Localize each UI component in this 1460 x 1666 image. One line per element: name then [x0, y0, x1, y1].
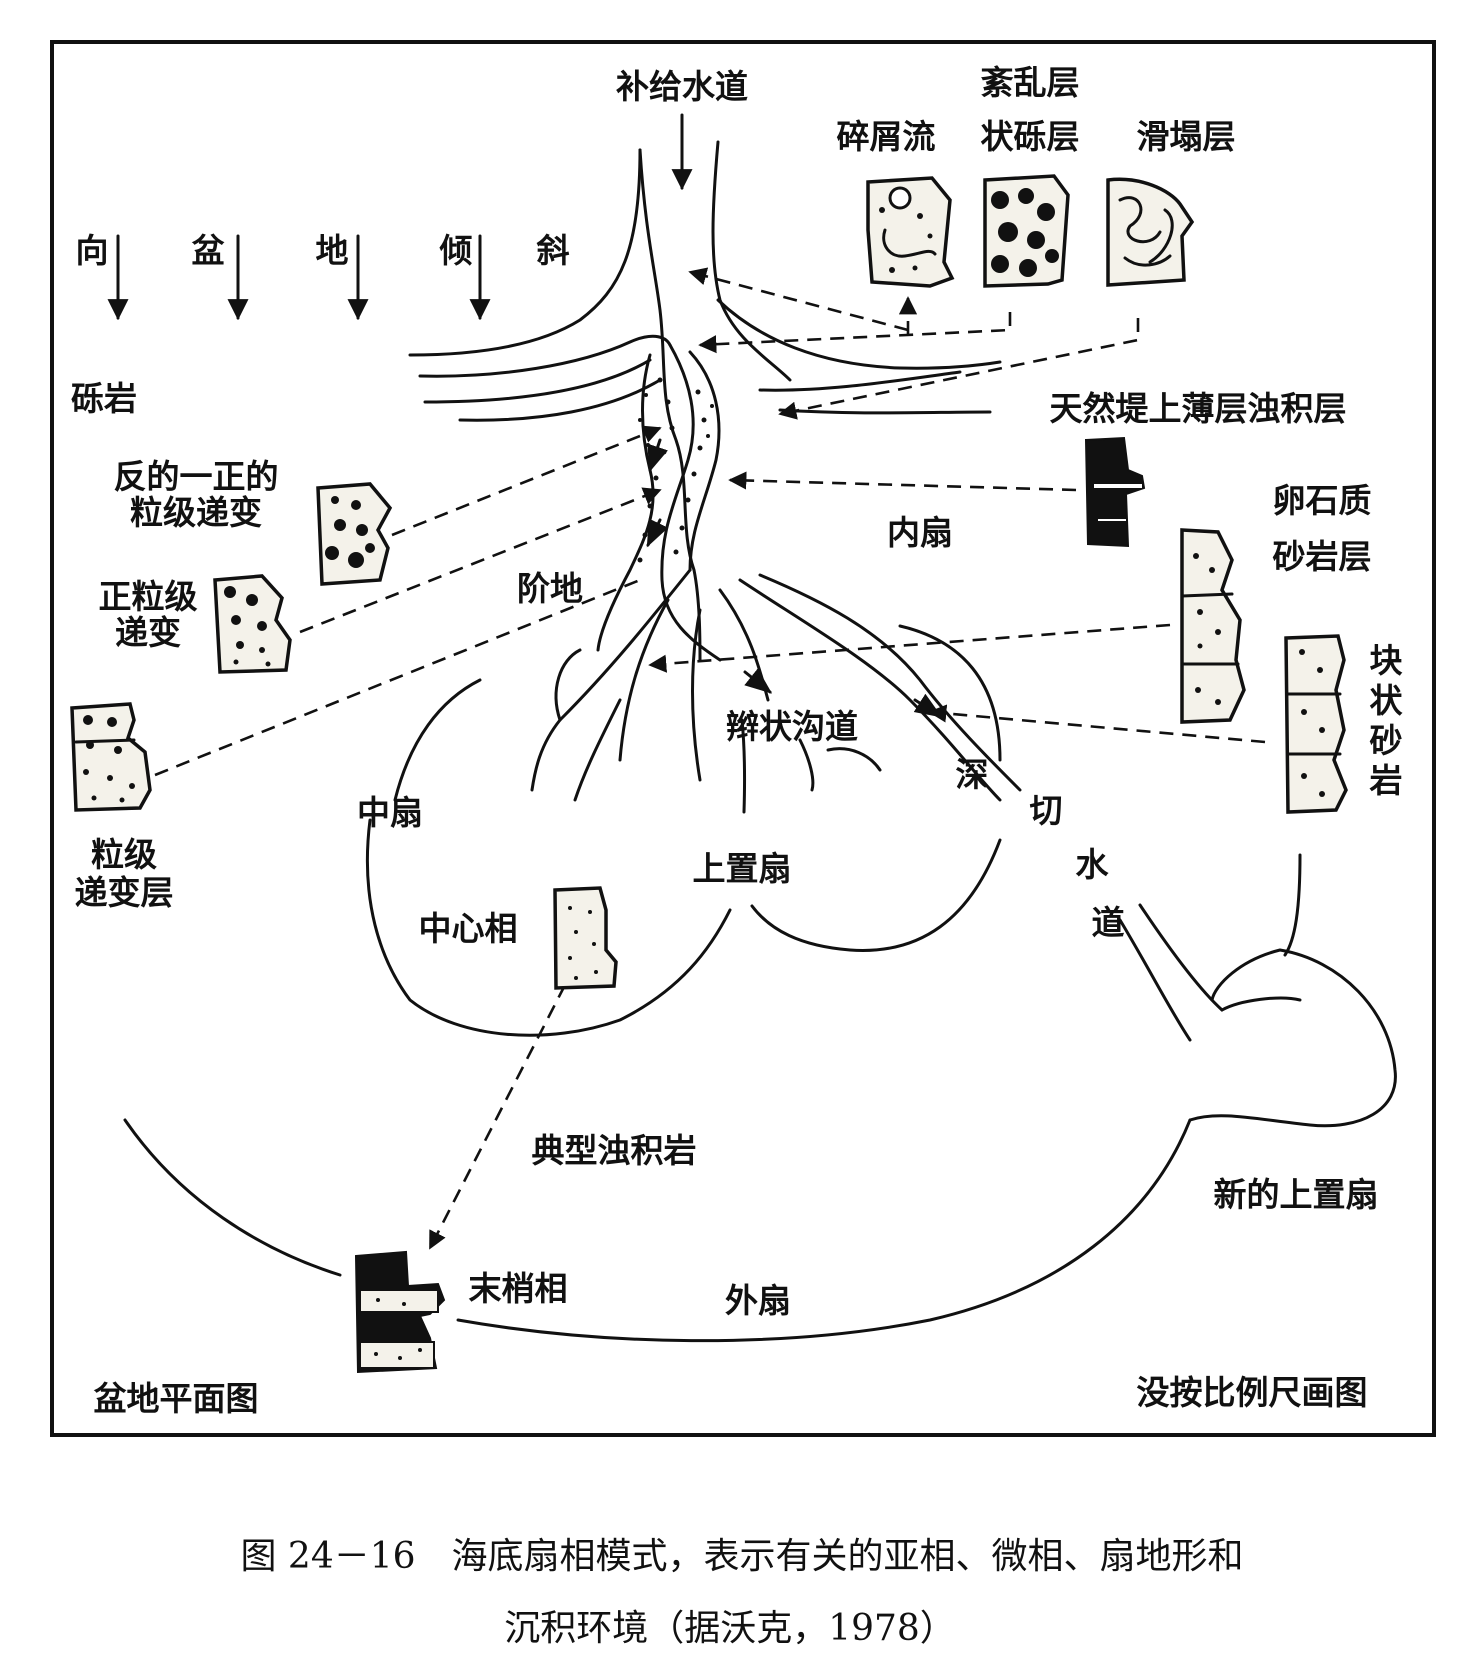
core-levee-thin-beds: [1084, 436, 1146, 548]
label-incised-2: 切: [1030, 791, 1063, 830]
core-inverse-normal-graded: [316, 482, 393, 586]
label-graded-bed-1: 粒级: [91, 835, 157, 874]
label-incised-1: 深: [956, 755, 989, 794]
label-mid-fan: 中扇: [357, 793, 423, 832]
label-not-to-scale: 没按比例尺画图: [1137, 1373, 1368, 1412]
core-massive-sandstone: [1284, 634, 1348, 814]
label-central-facies: 中心相: [419, 909, 518, 948]
fan-outlines: [123, 678, 1397, 1343]
label-incised-4: 道: [1092, 903, 1125, 942]
label-suprafan: 上置扇: [693, 849, 792, 888]
label-tilt-1: 向: [76, 231, 109, 270]
label-pebbly-bed: 状砾层: [981, 117, 1080, 156]
label-debris-flow: 碎屑流: [837, 117, 936, 156]
caption-line-1: 图 24－16 海底扇相模式，表示有关的亚相、微相、扇地形和: [240, 1536, 1243, 1577]
label-massive-2: 状: [1370, 681, 1404, 720]
label-conglomerate: 砾岩: [71, 379, 137, 418]
core-pebbly-bed: [983, 174, 1070, 288]
label-graded-bed-2: 递变层: [75, 873, 174, 912]
label-massive-1: 块: [1370, 641, 1403, 680]
label-terrace: 阶地: [517, 569, 583, 608]
inner-fan-channel: [596, 343, 722, 662]
label-tilt-4: 倾: [439, 231, 473, 270]
diagram-frame: [50, 40, 1436, 1437]
braided-channels: [530, 568, 1022, 814]
label-distal-facies: 末梢相: [469, 1269, 568, 1308]
label-chaotic-bed: 紊乱层: [981, 63, 1080, 102]
core-normal-graded: [213, 574, 292, 674]
leader-lines: [154, 267, 1266, 1250]
core-slump: [1106, 177, 1195, 287]
label-feeder-channel: 补给水道: [616, 67, 748, 106]
diagram-labels: 补给水道 紊乱层 碎屑流 状砾层 滑塌层 向 盆 地 倾 斜 砾岩 反的一正的 …: [71, 63, 1404, 1418]
label-normal-graded-1: 正粒级: [99, 577, 198, 616]
label-slump: 滑塌层: [1137, 117, 1236, 156]
label-pebbly-sandstone-2: 砂岩层: [1273, 537, 1372, 576]
label-braided-channel: 辫状沟道: [726, 707, 858, 746]
tilt-arrows: [107, 113, 693, 321]
label-new-suprafan: 新的上置扇: [1214, 1175, 1379, 1214]
label-massive-4: 岩: [1370, 761, 1403, 800]
label-inverse-normal-2: 粒级递变: [130, 493, 262, 532]
core-debris-flow: [866, 176, 955, 288]
label-tilt-3: 地: [316, 231, 349, 270]
core-central-facies: [553, 886, 618, 990]
flow-arrows: [646, 438, 943, 718]
label-tilt-5: 斜: [537, 231, 570, 270]
label-massive-3: 砂: [1370, 721, 1403, 760]
label-levee: 天然堤上薄层浊积层: [1050, 389, 1347, 428]
label-tilt-2: 盆: [192, 231, 225, 270]
label-inner-fan: 内扇: [887, 513, 953, 552]
core-pebbly-sandstone: [1180, 528, 1246, 724]
label-incised-3: 水: [1076, 845, 1110, 884]
label-normal-graded-2: 递变: [115, 613, 181, 652]
label-outer-fan: 外扇: [725, 1281, 791, 1320]
feeder-channel-walls: [408, 140, 1002, 662]
core-distal-facies: [354, 1250, 446, 1374]
label-pebbly-sandstone-1: 卵石质: [1273, 481, 1372, 520]
label-inverse-normal-1: 反的一正的: [114, 457, 279, 496]
label-basin-plan: 盆地平面图: [94, 1379, 259, 1418]
label-typical-turbidite: 典型浊积岩: [532, 1131, 697, 1170]
caption-line-2: 沉积环境（据沃克，1978）: [504, 1608, 956, 1649]
core-graded-bed: [70, 702, 152, 812]
figure-caption: 图 24－16 海底扇相模式，表示有关的亚相、微相、扇地形和 沉积环境（据沃克，…: [240, 1536, 1243, 1649]
